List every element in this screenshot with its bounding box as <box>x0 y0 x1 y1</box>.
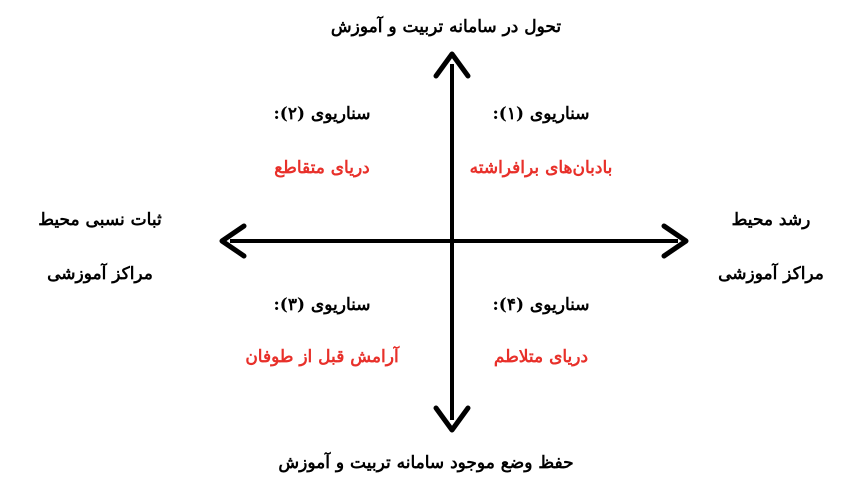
bottom-axis-label: حفظ وضع موجود سامانه تربیت و آموزش <box>278 453 574 473</box>
scenario-1-name: بادبان‌های برافراشته <box>469 158 613 178</box>
right-arrowhead <box>661 223 689 259</box>
scenario-4-title: سناریوی (۴): <box>492 295 590 315</box>
up-arrowhead <box>433 51 471 79</box>
down-arrowhead <box>433 405 471 433</box>
top-axis-label: تحول در سامانه تربیت و آموزش <box>330 17 562 37</box>
scenario-4-name: دریای متلاطم <box>493 347 589 367</box>
scenario-3-name: آرامش قبل از طوفان <box>245 347 399 367</box>
left-arrowhead <box>219 223 247 259</box>
left-axis-label-line2: مراکز آموزشی <box>47 264 153 284</box>
right-axis-label-line1: رشد محیط <box>731 210 811 230</box>
left-axis-label-line1: ثبات نسبی محیط <box>38 210 162 230</box>
scenario-3-title: سناریوی (۳): <box>273 295 371 315</box>
scenario-1-title: سناریوی (۱): <box>492 104 590 124</box>
right-axis-label-line2: مراکز آموزشی <box>718 264 824 284</box>
scenario-2-title: سناریوی (۲): <box>273 104 371 124</box>
scenario-2-name: دریای متقاطع <box>274 158 370 178</box>
